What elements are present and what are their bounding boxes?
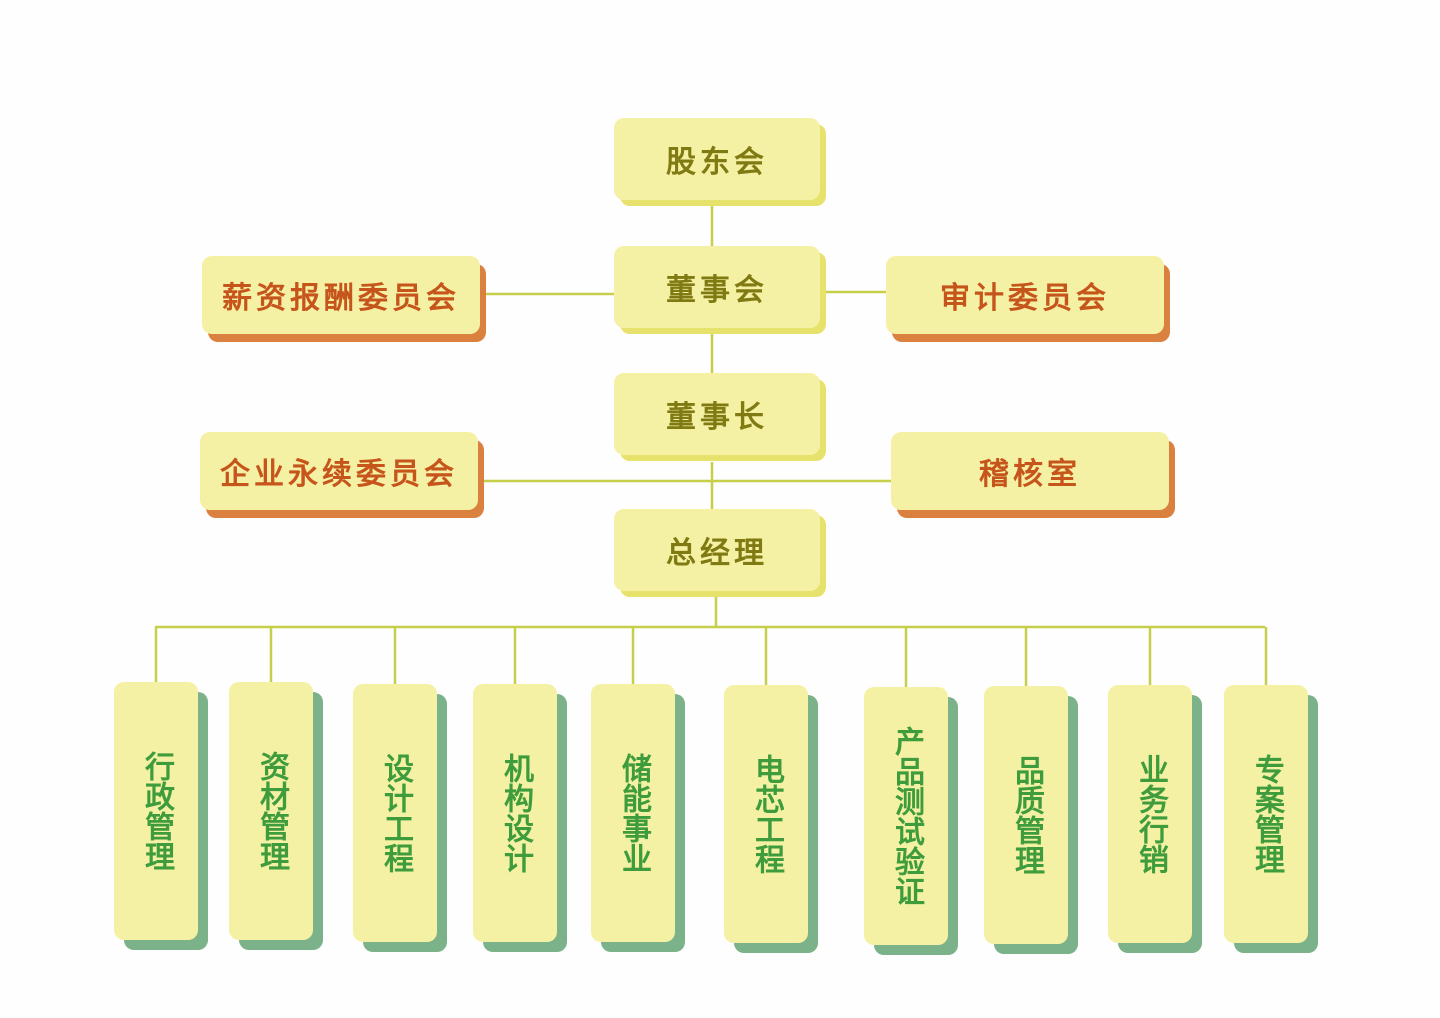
department-box: 电芯工程 [724, 685, 808, 943]
inspection-office-box: 稽核室 [891, 432, 1169, 510]
department-label: 储能事业 [616, 753, 651, 873]
audit-committee-label: 审计委员会 [940, 281, 1110, 316]
department-box: 设计工程 [353, 684, 437, 942]
department-box: 专案管理 [1224, 685, 1308, 943]
compensation-committee-label: 薪资报酬委员会 [222, 281, 460, 316]
board-box: 董事会 [614, 246, 820, 328]
shareholders-box: 股东会 [614, 118, 820, 200]
department-label: 产品测试验证 [889, 726, 924, 906]
department-label: 行政管理 [139, 751, 174, 871]
sustainability-committee-label: 企业永续委员会 [220, 457, 458, 492]
department-box: 行政管理 [114, 682, 198, 940]
department-label: 电芯工程 [749, 754, 784, 874]
department-box: 产品测试验证 [864, 687, 948, 945]
department-box: 业务行销 [1108, 685, 1192, 943]
gm-box: 总经理 [614, 509, 820, 591]
board-label: 董事会 [666, 273, 768, 308]
compensation-committee-box: 薪资报酬委员会 [202, 256, 480, 334]
department-label: 专案管理 [1249, 754, 1284, 874]
department-label: 业务行销 [1133, 754, 1168, 874]
department-box: 资材管理 [229, 682, 313, 940]
audit-committee-box: 审计委员会 [886, 256, 1164, 334]
department-box: 储能事业 [591, 684, 675, 942]
sustainability-committee-box: 企业永续委员会 [200, 432, 478, 510]
inspection-office-label: 稽核室 [979, 457, 1081, 492]
department-label: 设计工程 [378, 753, 413, 873]
department-label: 品质管理 [1009, 755, 1044, 875]
gm-label: 总经理 [666, 536, 768, 571]
department-label: 机构设计 [498, 753, 533, 873]
shareholders-label: 股东会 [666, 145, 768, 180]
department-box: 机构设计 [473, 684, 557, 942]
department-box: 品质管理 [984, 686, 1068, 944]
chairman-label: 董事长 [666, 400, 768, 435]
department-label: 资材管理 [254, 751, 289, 871]
chairman-box: 董事长 [614, 373, 820, 455]
